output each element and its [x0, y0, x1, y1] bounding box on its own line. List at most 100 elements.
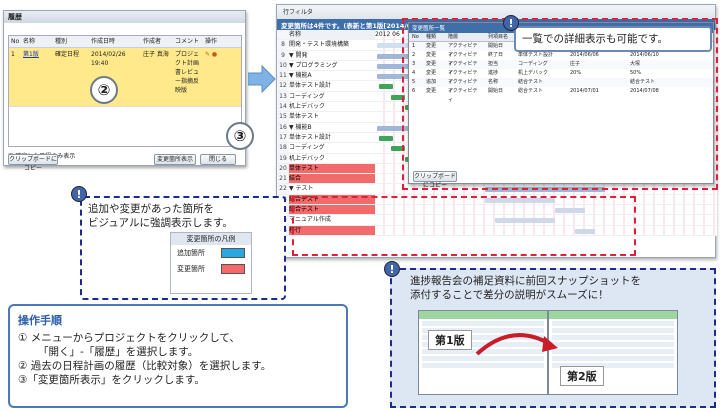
- row-no: 1: [11, 51, 15, 58]
- task-bar[interactable]: [555, 208, 585, 214]
- change-cell: アクティビティ: [448, 43, 478, 58]
- right-arrow-icon: [248, 64, 276, 94]
- change-cell: 大塚: [630, 61, 641, 67]
- legend-added-label: 追加箇所: [177, 249, 205, 257]
- task-name: ▼ 機能A: [289, 72, 312, 80]
- task-bar[interactable]: [495, 218, 555, 224]
- col-datetime: 作成日時: [91, 38, 116, 45]
- task-name: コーディング: [289, 144, 325, 152]
- operation-steps: 操作手順 ① メニューからプロジェクトをクリックして、 「開く」-「履歴」を選択…: [8, 304, 348, 408]
- col-name: 名称: [23, 38, 36, 45]
- gantt-highlight: [292, 196, 636, 256]
- change-cell: 変更: [426, 61, 437, 67]
- show-changes-button[interactable]: 変更箇所表示: [154, 154, 196, 165]
- task-bar[interactable]: [377, 74, 417, 80]
- change-cell: 変更: [426, 43, 437, 49]
- exclamation-icon-3: !: [384, 261, 400, 277]
- history-grid: No 名称 種別 作成日時 作成者 コメント 操作 1 第1版 確定日程 201…: [8, 35, 242, 147]
- change-cell: 結合テスト: [630, 79, 656, 85]
- task-name: 総合テスト: [289, 205, 375, 215]
- task-timeline: [375, 225, 717, 235]
- change-cell: アクティビティ: [448, 61, 478, 76]
- version-2-label: 第2版: [560, 366, 604, 386]
- change-cell: 単体テスト設計: [518, 52, 554, 58]
- exclamation-icon: !: [503, 15, 519, 31]
- snapshot-panel: 進捗報告会の補足資料に前回スナップショットを 添付することで差分の説明がスムーズ…: [390, 268, 716, 408]
- task-bar[interactable]: [377, 125, 417, 131]
- task-name: 机上デバック: [289, 103, 326, 111]
- task-timeline: [375, 194, 717, 205]
- row-number: 13: [277, 91, 289, 102]
- task-name: 結合: [289, 174, 375, 184]
- callout-detail: 一覧での詳細表示も可能です。: [514, 26, 712, 52]
- snapshot-text-1: 進捗報告会の補足資料に前回スナップショットを: [410, 275, 641, 287]
- change-cell: 終了日: [488, 52, 504, 58]
- row-number: 20: [277, 163, 289, 174]
- change-cell: 5: [412, 79, 416, 85]
- task-name: 単体テスト設計: [289, 133, 332, 141]
- change-cell: アクティビティ: [448, 52, 478, 67]
- task-bar[interactable]: [379, 84, 393, 90]
- task-bar[interactable]: [377, 63, 437, 69]
- task-bar[interactable]: [379, 135, 393, 141]
- step-1a: ① メニューからプロジェクトをクリックして、: [18, 332, 240, 344]
- popup-copy-button[interactable]: クリップボードにコピー: [413, 171, 457, 189]
- task-timeline: [375, 215, 717, 225]
- col-type: 種別: [55, 38, 68, 45]
- history-empty-area: [9, 106, 241, 146]
- snapshot-v1-thumbnail: [418, 310, 548, 395]
- change-cell: 庄子: [570, 61, 581, 67]
- change-cell: 開始日: [488, 88, 504, 94]
- name-header: 名称: [289, 30, 375, 40]
- history-header: No 名称 種別 作成日時 作成者 コメント 操作: [9, 36, 241, 48]
- legend-added: 追加箇所: [171, 245, 251, 261]
- row-number: 16: [277, 122, 289, 132]
- task-bar[interactable]: [391, 94, 405, 100]
- close-button[interactable]: 閉じる: [200, 154, 236, 165]
- row-comment: プロジェクト計画書レビュー指摘反映版: [175, 51, 200, 94]
- change-col-header: 種類: [426, 34, 437, 40]
- legend-title: 変更箇所の凡例: [171, 233, 251, 245]
- legend-changed: 変更箇所: [171, 261, 251, 277]
- row-number: 11: [277, 71, 289, 81]
- task-name: 単体テスト設計: [289, 82, 332, 90]
- history-title: 履歴: [4, 11, 245, 23]
- task-bar[interactable]: [391, 146, 405, 152]
- task-name: ▼ プログラミング: [289, 61, 338, 69]
- version-1-label: 第1版: [428, 330, 472, 350]
- task-name: 単体テスト: [289, 163, 375, 174]
- change-cell: 机上デバック: [518, 70, 549, 76]
- row-number: 10: [277, 60, 289, 71]
- step-2: ② 過去の日程計画の履歴（比較対象）を選択します。: [18, 360, 272, 372]
- change-cell: 50%: [630, 70, 642, 76]
- task-name: 結合テスト: [289, 194, 375, 205]
- snapshot-v2-thumbnail: [548, 310, 678, 395]
- change-cell: 変更: [426, 88, 437, 94]
- col-author: 作成者: [143, 38, 162, 45]
- row-name-link[interactable]: 第1版: [23, 51, 39, 58]
- step-1b: 「開く」-「履歴」を選択します。: [38, 346, 199, 358]
- change-cell: 4: [412, 70, 416, 76]
- history-row[interactable]: 1 第1版 確定日程 2014/02/26 19:40 庄子 真海 プロジェクト…: [9, 48, 241, 106]
- callout-highlight-text: 追加や変更があった箇所を ビジュアルに強調表示します。: [88, 203, 233, 229]
- task-name: マニュアル作成: [289, 216, 331, 224]
- change-cell: 担当: [488, 61, 499, 67]
- task-bar[interactable]: [485, 197, 555, 203]
- row-op-icons[interactable]: ✎ ●: [205, 51, 218, 58]
- row-number: 8: [277, 40, 289, 50]
- change-cell: アクティビティ: [448, 70, 478, 85]
- task-bar[interactable]: [575, 228, 595, 234]
- row-filter-label[interactable]: 行フィルタ: [283, 9, 313, 16]
- row-number: 17: [277, 132, 289, 143]
- legend-box: 変更箇所の凡例 追加箇所 変更箇所: [170, 232, 252, 294]
- step-3: ③「変更箇所表示」をクリックします。: [18, 374, 205, 386]
- copy-clipboard-button[interactable]: クリップボードにコピー: [8, 154, 58, 172]
- change-cell: 2014/06/06: [570, 52, 599, 58]
- change-cell: コーディング: [518, 61, 548, 67]
- change-cell: 追加: [426, 79, 437, 85]
